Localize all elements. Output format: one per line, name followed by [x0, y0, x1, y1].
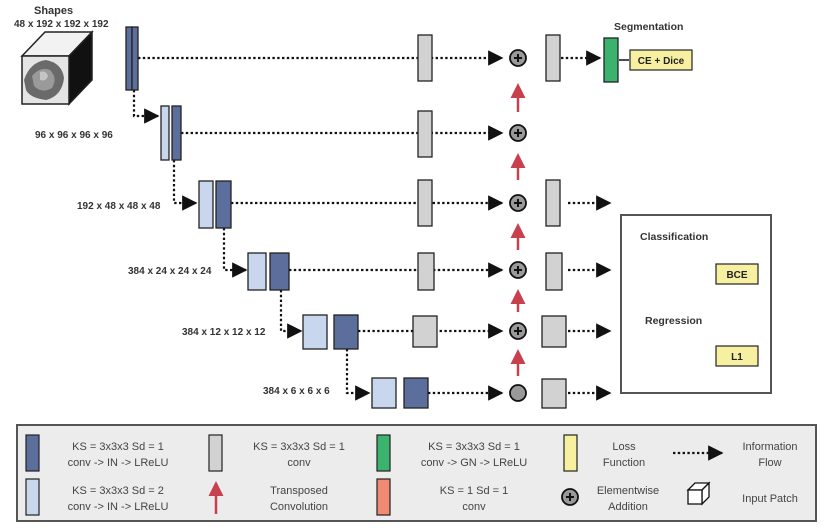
regression-loss-label: L1	[731, 352, 743, 363]
legend-input-patch-label: Input Patch	[742, 493, 798, 505]
legend-addition-line2: Addition	[608, 501, 648, 513]
regression-loss-box	[715, 345, 759, 367]
classification-loss-label: BCE	[726, 270, 747, 281]
legend-green-conv-line2: conv -> GN -> LReLU	[421, 457, 527, 469]
connector-enc-1	[132, 90, 160, 124]
stage-label-5: 384 x 6 x 6 x 6	[263, 386, 330, 397]
encoder-block-2-down	[160, 105, 170, 161]
classification-title: Classification	[640, 231, 708, 243]
legend-gray-conv-line2: conv	[287, 457, 311, 469]
skip-conv-2	[417, 110, 433, 158]
legend-transposed-line2: Convolution	[270, 501, 328, 513]
encoder-block-1b	[131, 26, 139, 91]
skip-conv-1	[417, 34, 433, 82]
legend-gray-conv-line1: KS = 3x3x3 Sd = 1	[253, 441, 345, 453]
legend-transposed-line1: Transposed	[270, 485, 328, 497]
connector-enc-5	[345, 349, 371, 401]
segmentation-loss-label: CE + Dice	[638, 56, 685, 67]
legend-dark-conv-line2: conv -> IN -> LReLU	[68, 457, 169, 469]
decoder-conv-5	[541, 315, 567, 348]
legend-green-conv-swatch	[376, 434, 391, 472]
encoder-block-6-down	[371, 377, 397, 409]
legend-light-conv-line1: KS = 3x3x3 Sd = 2	[72, 485, 164, 497]
legend-loss-line2: Function	[603, 457, 645, 469]
legend-dark-conv-swatch	[25, 434, 40, 472]
input-title: Shapes	[34, 5, 73, 17]
encoder-block-4-conv	[269, 252, 290, 291]
legend-green-conv-line1: KS = 3x3x3 Sd = 1	[428, 441, 520, 453]
encoder-block-3-down	[198, 180, 214, 229]
encoder-block-6-conv	[403, 377, 429, 409]
skip-conv-4	[417, 252, 435, 291]
decoder-conv-1	[545, 34, 561, 82]
legend-salmon-conv-line2: conv	[462, 501, 486, 513]
legend-addition-line1: Elementwise	[597, 485, 659, 497]
connector-enc-3	[222, 228, 248, 278]
regression-title: Regression	[645, 315, 702, 327]
input-patch-cube	[20, 30, 94, 106]
encoder-block-1a	[125, 26, 133, 91]
diagram-shapes	[125, 26, 706, 409]
segmentation-title: Segmentation	[614, 21, 683, 33]
classification-loss-box	[715, 263, 759, 285]
legend-flow-line2: Flow	[758, 457, 781, 469]
connector-enc-2	[172, 160, 198, 211]
legend-panel	[16, 424, 817, 522]
encoder-block-5-conv	[333, 314, 359, 350]
skip-conv-5	[412, 315, 438, 348]
legend-salmon-conv-swatch	[376, 478, 391, 516]
adder-6-circle	[509, 384, 527, 402]
legend-gray-conv-swatch	[208, 434, 223, 472]
stage-label-2: 192 x 48 x 48 x 48	[77, 201, 161, 212]
decoder-conv-4	[545, 252, 563, 291]
encoder-block-2-conv	[171, 105, 182, 161]
legend-dark-conv-line1: KS = 3x3x3 Sd = 1	[72, 441, 164, 453]
skip-conv-3	[417, 179, 433, 227]
legend-light-conv-line2: conv -> IN -> LReLU	[68, 501, 169, 513]
encoder-block-3-conv	[215, 180, 232, 229]
connector-enc-4	[279, 290, 303, 339]
legend-loss-swatch	[563, 434, 578, 472]
legend-loss-line1: Loss	[612, 441, 636, 453]
encoder-block-5-down	[302, 314, 328, 350]
encoder-block-4-down	[247, 252, 267, 291]
segmentation-loss-box	[629, 49, 693, 71]
stage-label-3: 384 x 24 x 24 x 24	[128, 266, 212, 277]
legend-salmon-conv-line1: KS = 1 Sd = 1	[440, 485, 509, 497]
stage-label-1: 96 x 96 x 96 x 96	[35, 130, 113, 141]
legend-cube-icon	[686, 481, 711, 506]
input-shape-label: 48 x 192 x 192 x 192	[14, 19, 109, 30]
decoder-conv-6	[541, 378, 567, 409]
legend-light-conv-swatch	[25, 478, 40, 516]
legend-flow-line1: Information	[742, 441, 797, 453]
segmentation-head-conv	[603, 37, 619, 83]
legend-plus-icon	[561, 488, 579, 506]
stage-label-4: 384 x 12 x 12 x 12	[182, 327, 266, 338]
decoder-conv-3	[545, 179, 561, 227]
